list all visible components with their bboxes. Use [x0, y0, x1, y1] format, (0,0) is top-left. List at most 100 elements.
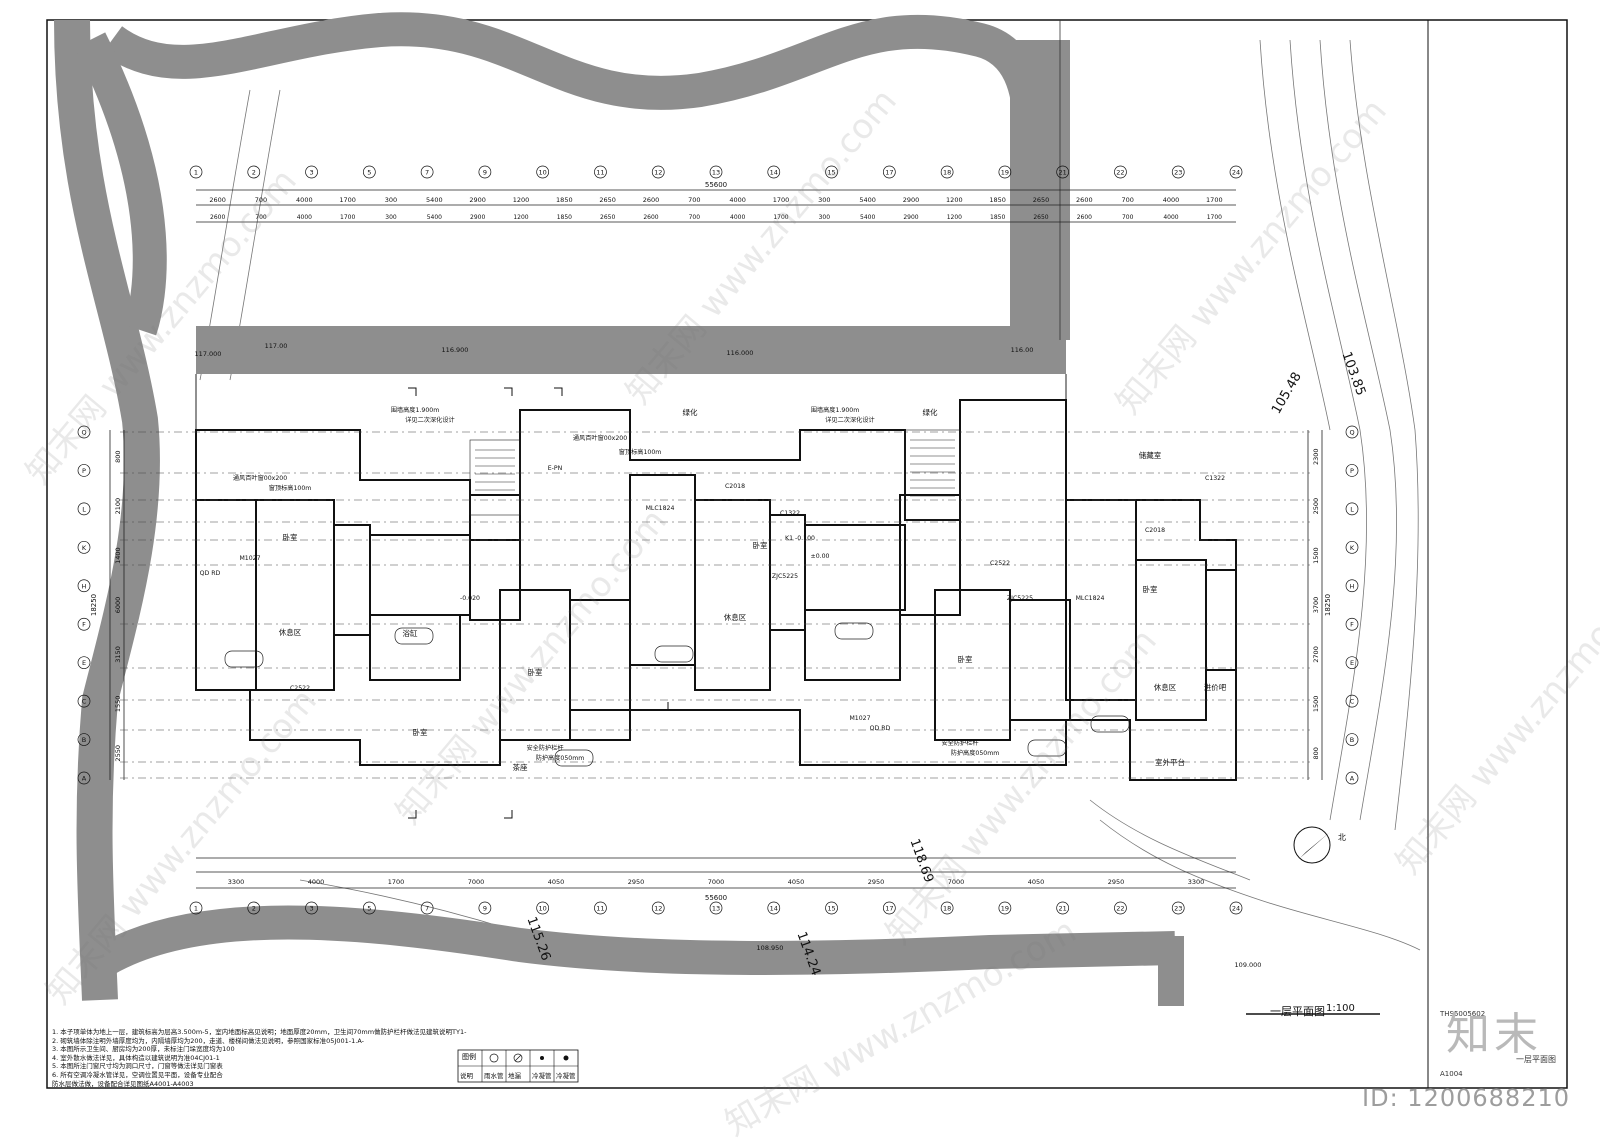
- bottom-dimension-value: 2950: [628, 878, 645, 886]
- plan-note: ZJC5225: [1007, 595, 1033, 602]
- right-dimension-value: 2500: [1312, 498, 1320, 515]
- elevation-mark: 118.69: [906, 837, 936, 885]
- top-dimension-detail: 1700: [1207, 214, 1222, 221]
- bottom-dimension-value: 4050: [1028, 878, 1045, 886]
- top-dimension-value: 2650: [1033, 196, 1050, 204]
- grid-label: 11: [596, 905, 604, 913]
- grid-axis-bottom: 15: [825, 901, 838, 915]
- grid-axis-right: P: [1345, 464, 1359, 477]
- right-dimension-value: 1500: [1312, 696, 1320, 713]
- elevation-mark: 109.000: [1235, 961, 1262, 969]
- grid-label: A: [82, 775, 87, 783]
- sheet-number: A1004: [1440, 1070, 1463, 1078]
- grid-label: 2: [252, 905, 256, 913]
- grid-label: 21: [1059, 169, 1067, 177]
- top-dimension-value: 1850: [556, 196, 573, 204]
- grid-label: A: [1350, 775, 1355, 783]
- top-dimension-value: 4000: [1163, 196, 1180, 204]
- legend-label: 雨水管: [484, 1072, 504, 1080]
- top-dimension-detail: 4000: [297, 214, 312, 221]
- elevation-mark: 116.900: [442, 346, 469, 354]
- total-dimension: 55600: [705, 894, 727, 902]
- road-top: [101, 12, 1047, 330]
- top-dimension-detail: 5400: [427, 214, 442, 221]
- grid-axis-top: 1: [189, 165, 203, 179]
- top-dimension-value: 2600: [1076, 196, 1093, 204]
- grid-label: 22: [1116, 905, 1124, 913]
- top-dimension-value: 300: [385, 196, 397, 204]
- room-label: 茶座: [513, 762, 528, 772]
- room-label: 储藏室: [1139, 450, 1162, 460]
- grid-label: 21: [1059, 905, 1067, 913]
- grid-label: 15: [827, 905, 835, 913]
- grid-label: 5: [367, 905, 371, 913]
- grid-label: 24: [1232, 169, 1240, 177]
- grid-label: F: [82, 621, 86, 629]
- top-dimension-detail: 2600: [210, 214, 225, 221]
- road-bottom: [96, 905, 1176, 975]
- top-dimension-value: 700: [255, 196, 267, 204]
- right-dimension-value: 3700: [1312, 597, 1320, 614]
- plan-note: ZJC5225: [772, 573, 798, 580]
- bottom-dimension-value: 2950: [1108, 878, 1125, 886]
- grid-axis-bottom: 21: [1056, 901, 1070, 915]
- plan-note: C2522: [290, 685, 310, 692]
- grid-axis-top: 19: [998, 165, 1012, 179]
- stairs: [469, 429, 961, 521]
- bottom-dimension-value: 3300: [1188, 878, 1205, 886]
- plan-note: 防护高度050mm: [536, 754, 585, 762]
- top-dimension-value: 1700: [1206, 196, 1223, 204]
- room-label: 卧室: [958, 654, 973, 664]
- elevation-mark: 116.00: [1011, 346, 1034, 354]
- top-dimension-value: 1200: [513, 196, 530, 204]
- top-dimension-value: 1700: [773, 196, 790, 204]
- grid-label: F: [1350, 621, 1354, 629]
- legend-label: 冷凝管: [532, 1072, 552, 1080]
- elevation-mark: 116.000: [727, 349, 754, 357]
- elevation-mark: 108.950: [757, 944, 784, 952]
- grid-label: Q: [81, 429, 86, 437]
- grid-axis-bottom: 5: [362, 901, 376, 915]
- grid-axis-left: L: [77, 502, 91, 516]
- grid-label: L: [1350, 505, 1354, 513]
- top-dimension-value: 2900: [469, 196, 486, 204]
- grid-axis-right: Q: [1345, 425, 1359, 439]
- grid-axis-top: 24: [1229, 165, 1243, 179]
- grid-axis-bottom: 18: [940, 901, 954, 915]
- left-dimension-value: 6000: [114, 597, 122, 614]
- bottom-dimension-value: 2950: [868, 878, 885, 886]
- grid-axis-right: E: [1345, 656, 1359, 670]
- grid-label: Q: [1349, 429, 1354, 437]
- plan-note: -0.020: [460, 595, 480, 602]
- grid-axis-top: 21: [1056, 165, 1070, 179]
- room-label: 进价吧: [1204, 683, 1227, 692]
- road-left: [54, 19, 160, 1001]
- right-dimension-value: 800: [1312, 747, 1320, 759]
- side-dimension-lines: [109, 430, 1323, 780]
- plan-note: 防护高度050mm: [951, 749, 1000, 757]
- grid-axis-top: 7: [420, 165, 434, 179]
- plan-note: 通风百叶窗00x200: [573, 434, 627, 442]
- room-label: 卧室: [1143, 584, 1159, 594]
- top-dimension-detail: 700: [689, 214, 701, 221]
- grid-label: 11: [596, 169, 604, 177]
- brand-logo: 知末: [1446, 1009, 1542, 1060]
- grid-axis-top: 2: [247, 165, 261, 179]
- top-dimension-detail: 700: [1122, 214, 1134, 221]
- legend-table: [457, 1049, 579, 1083]
- right-dimension-value: 1500: [1312, 547, 1320, 564]
- grid-axis-bottom: 3: [305, 901, 318, 915]
- top-dimension-value: 300: [818, 196, 830, 204]
- right-dimension-value: 2700: [1312, 646, 1320, 663]
- grid-axis-top: 17: [882, 165, 896, 179]
- grid-label: 1: [194, 905, 198, 913]
- grid-axis-top: 22: [1114, 165, 1127, 179]
- grid-axis-top: 3: [305, 165, 318, 179]
- top-dimension-detail: 2900: [470, 214, 485, 221]
- sheet-border: [46, 19, 1568, 1089]
- grid-centerlines: [120, 431, 1310, 779]
- top-dimension-detail: 1700: [340, 214, 355, 221]
- bottom-dimension-value: 7000: [708, 878, 725, 886]
